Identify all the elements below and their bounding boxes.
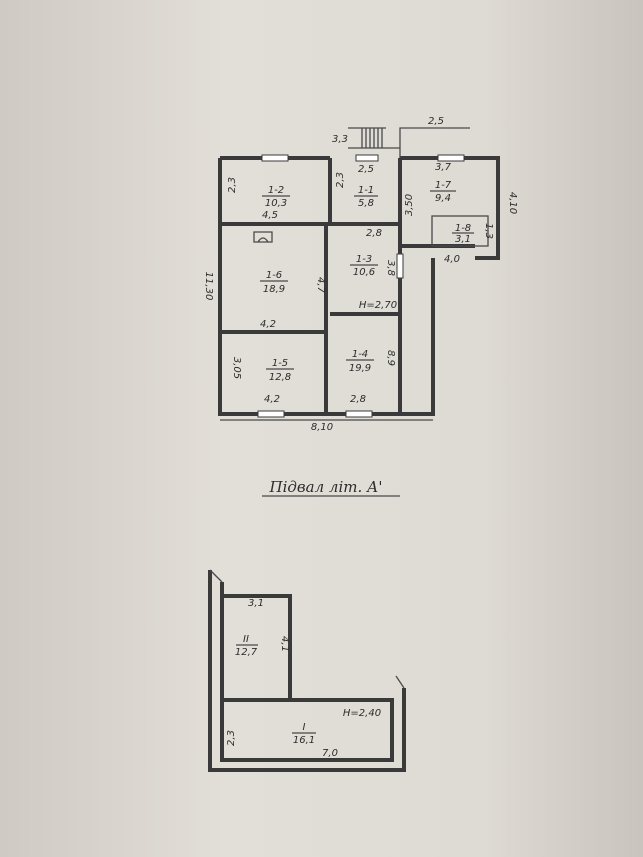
dim-r13-height: 3,8 xyxy=(385,260,396,276)
room-1-5-id: 1-5 xyxy=(272,358,288,369)
dim-r2-width: 3,1 xyxy=(248,598,264,609)
room-1-6-area: 18,9 xyxy=(263,284,285,295)
window xyxy=(345,410,373,418)
dim-r14-width: 2,8 xyxy=(350,394,366,405)
dim-r14-height: 8,9 xyxy=(385,350,396,366)
dim-basement-height-mark: H=2,40 xyxy=(343,708,381,719)
stairs xyxy=(348,127,400,149)
room-1-8-outline xyxy=(431,215,489,247)
dim-overall-height: 11,30 xyxy=(203,272,214,301)
dim-r12-width: 4,5 xyxy=(262,210,278,221)
plan-caption: Підвал літ. А' xyxy=(269,478,383,496)
window xyxy=(261,154,289,162)
basement-outer-walls xyxy=(208,570,406,772)
dim-r18-bottom: 4,0 xyxy=(444,254,460,265)
dim-r11-height: 2,3 xyxy=(335,172,346,188)
room-II-area: 12,7 xyxy=(235,647,258,658)
window xyxy=(396,253,404,279)
room-1-8-area: 3,1 xyxy=(455,234,471,245)
dim-r16-height: 4,7 xyxy=(315,277,326,294)
dim-porch: 2,5 xyxy=(428,116,444,127)
upper-floor-plan: 1-2 10,3 1-1 5,8 1-7 9,4 1-8 3,1 1-6 18,… xyxy=(203,116,518,433)
dim-r15-height: 3,05 xyxy=(231,357,242,379)
dim-r1-height: 2,3 xyxy=(226,730,237,746)
room-1-3-id: 1-3 xyxy=(356,254,372,265)
basement-plan: II 12,7 I 16,1 3,1 4,1 H=2,40 2,3 7,0 xyxy=(208,569,406,772)
porch-outline xyxy=(399,127,470,158)
room-1-6-id: 1-6 xyxy=(266,270,282,281)
dim-r12-height: 2,3 xyxy=(227,177,238,193)
basement-inner-walls xyxy=(220,582,394,762)
room-1-2-area: 10,3 xyxy=(265,198,287,209)
room-I-area: 16,1 xyxy=(293,735,315,746)
window xyxy=(257,410,285,418)
dim-r13-width: 2,8 xyxy=(366,228,382,239)
room-1-5-area: 12,8 xyxy=(269,372,291,383)
stove-symbol xyxy=(253,231,273,243)
dim-r18-height: 1,3 xyxy=(483,223,494,239)
room-1-7-id: 1-7 xyxy=(435,180,452,191)
dim-height-mark: H=2,70 xyxy=(359,300,397,311)
room-II-id: II xyxy=(243,634,249,645)
dim-top-stair: 3,3 xyxy=(332,134,348,145)
dim-overall-width: 8,10 xyxy=(311,422,333,433)
dim-r2-height: 4,1 xyxy=(279,636,290,652)
dim-r15-width: 4,2 xyxy=(264,394,280,405)
dim-r17-side: 4,10 xyxy=(507,192,518,214)
dim-corridor-height: 3,50 xyxy=(404,194,415,216)
room-1-4-area: 19,9 xyxy=(349,363,371,374)
room-1-7-area: 9,4 xyxy=(435,193,451,204)
dim-r11-width: 2,5 xyxy=(358,164,374,175)
room-1-1-id: 1-1 xyxy=(358,185,374,196)
dim-r16-width: 4,2 xyxy=(260,319,276,330)
room-1-8-id: 1-8 xyxy=(455,223,471,234)
room-1-1-area: 5,8 xyxy=(358,198,374,209)
room-1-2-id: 1-2 xyxy=(268,185,284,196)
dim-r17-width: 3,7 xyxy=(435,162,452,173)
dim-r1-width: 7,0 xyxy=(322,748,338,759)
room-I-id: I xyxy=(303,722,306,733)
window xyxy=(355,154,379,162)
window xyxy=(437,154,465,162)
room-1-3-area: 10,6 xyxy=(353,267,375,278)
room-1-4-id: 1-4 xyxy=(352,349,368,360)
